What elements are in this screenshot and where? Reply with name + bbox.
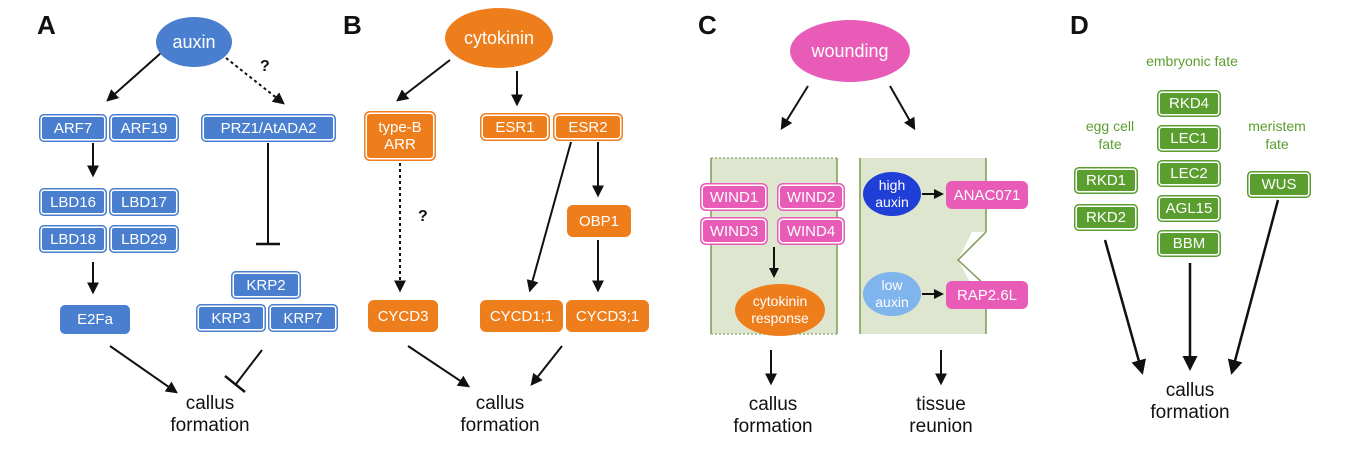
wind2-node: WIND2	[777, 183, 845, 211]
lbd17-node: LBD17	[109, 188, 179, 216]
panel-letter-a: A	[37, 10, 56, 40]
callus-formation-b: callus formation	[460, 393, 540, 436]
lbd29-node: LBD29	[109, 225, 179, 253]
esr1-node: ESR1	[480, 113, 550, 141]
bbm-node: BBM	[1157, 230, 1221, 257]
egg-cell-fate-label: egg cell fate	[1085, 118, 1135, 152]
inhibition-krp-to-callus	[235, 349, 263, 385]
dotted-arrow-auxin-to-prz1	[225, 57, 285, 105]
panel-letter-c: C	[698, 10, 717, 40]
callus-formation-c: callus formation	[733, 394, 813, 437]
wounding-node: wounding	[790, 20, 910, 82]
high-auxin-node: high auxin	[863, 172, 921, 216]
callus-formation-a: callus formation	[170, 393, 250, 436]
wus-node: WUS	[1247, 171, 1311, 198]
wind1-node: WIND1	[700, 183, 768, 211]
wind3-node: WIND3	[700, 217, 768, 245]
wind4-node: WIND4	[777, 217, 845, 245]
rkd2-node: RKD2	[1074, 204, 1138, 231]
panel-letter-d: D	[1070, 10, 1089, 40]
tissue-reunion-c: tissue reunion	[909, 394, 973, 437]
arf7-node: ARF7	[39, 114, 107, 142]
arrow-esr2-to-cycd1	[526, 141, 572, 293]
arrow-wus-to-callus	[1227, 199, 1280, 375]
anac071-node: ANAC071	[946, 181, 1028, 209]
krp7-node: KRP7	[268, 304, 338, 332]
arrow-cycd-to-callus	[530, 345, 563, 386]
obp1-node: OBP1	[567, 205, 631, 237]
inhibition-bar-krp-callus	[224, 375, 246, 393]
arrow-wounding-to-left	[780, 85, 809, 131]
cycd1-1-node: CYCD1;1	[480, 300, 563, 332]
rap26l-node: RAP2.6L	[946, 281, 1028, 309]
lec1-node: LEC1	[1157, 125, 1221, 152]
arrow-auxin-to-arf	[106, 51, 163, 102]
embryonic-fate-label: embryonic fate	[1146, 53, 1238, 69]
lbd16-node: LBD16	[39, 188, 107, 216]
rkd4-node: RKD4	[1157, 90, 1221, 117]
arrow-cycd3-to-callus	[407, 345, 470, 388]
type-b-arr-node: type-B ARR	[364, 111, 436, 161]
cytokinin-response-node: cytokinin response	[735, 284, 825, 336]
arrow-wounding-to-right	[889, 85, 916, 131]
cycd3-1-node: CYCD3;1	[566, 300, 649, 332]
arrow-cytokinin-to-typeb	[396, 59, 451, 102]
callus-formation-d: callus formation	[1150, 380, 1230, 423]
panel-letter-b: B	[343, 10, 362, 40]
lbd18-node: LBD18	[39, 225, 107, 253]
e2fa-node: E2Fa	[60, 305, 130, 334]
krp2-node: KRP2	[231, 271, 301, 299]
cytokinin-node: cytokinin	[445, 8, 553, 68]
auxin-node: auxin	[156, 17, 232, 67]
cycd3-node: CYCD3	[368, 300, 438, 332]
lec2-node: LEC2	[1157, 160, 1221, 187]
agl15-node: AGL15	[1157, 195, 1221, 222]
prz1-node: PRZ1/AtADA2	[201, 114, 336, 142]
meristem-fate-label: meristem fate	[1248, 118, 1306, 152]
question-mark-a: ?	[260, 58, 270, 75]
question-mark-b: ?	[418, 208, 428, 225]
arrow-e2fa-to-callus	[109, 345, 178, 394]
rkd1-node: RKD1	[1074, 167, 1138, 194]
arf19-node: ARF19	[109, 114, 179, 142]
low-auxin-node: low auxin	[863, 272, 921, 316]
krp3-node: KRP3	[196, 304, 266, 332]
esr2-node: ESR2	[553, 113, 623, 141]
arrow-rkd-to-callus	[1103, 239, 1146, 375]
